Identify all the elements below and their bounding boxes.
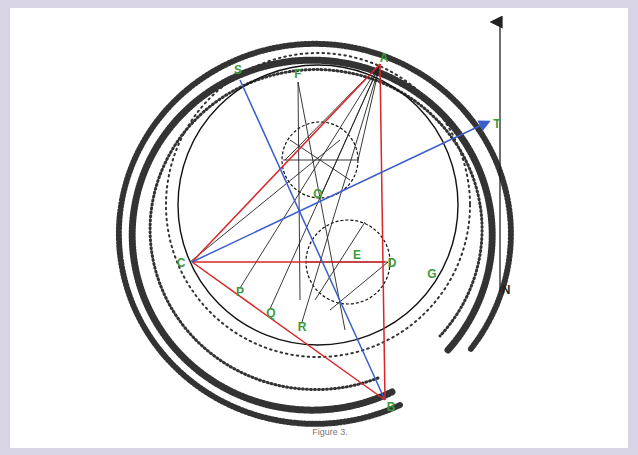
direction-label: T: [493, 118, 500, 130]
point-label: B: [387, 401, 396, 413]
point-label: C: [177, 257, 186, 269]
point-label: E: [353, 249, 361, 261]
north-label: N: [502, 284, 511, 296]
point-label: G: [427, 268, 436, 280]
panel: [10, 8, 628, 448]
point-label: R: [298, 321, 307, 333]
point-label: P: [236, 286, 244, 298]
point-label: Q: [266, 307, 275, 319]
figure-caption: Figure 3.: [312, 427, 348, 437]
point-label: D: [388, 257, 397, 269]
station-label: S: [234, 64, 242, 76]
point-label: F: [294, 68, 301, 80]
point-label: A: [380, 52, 389, 64]
centre-label: O: [313, 188, 322, 200]
